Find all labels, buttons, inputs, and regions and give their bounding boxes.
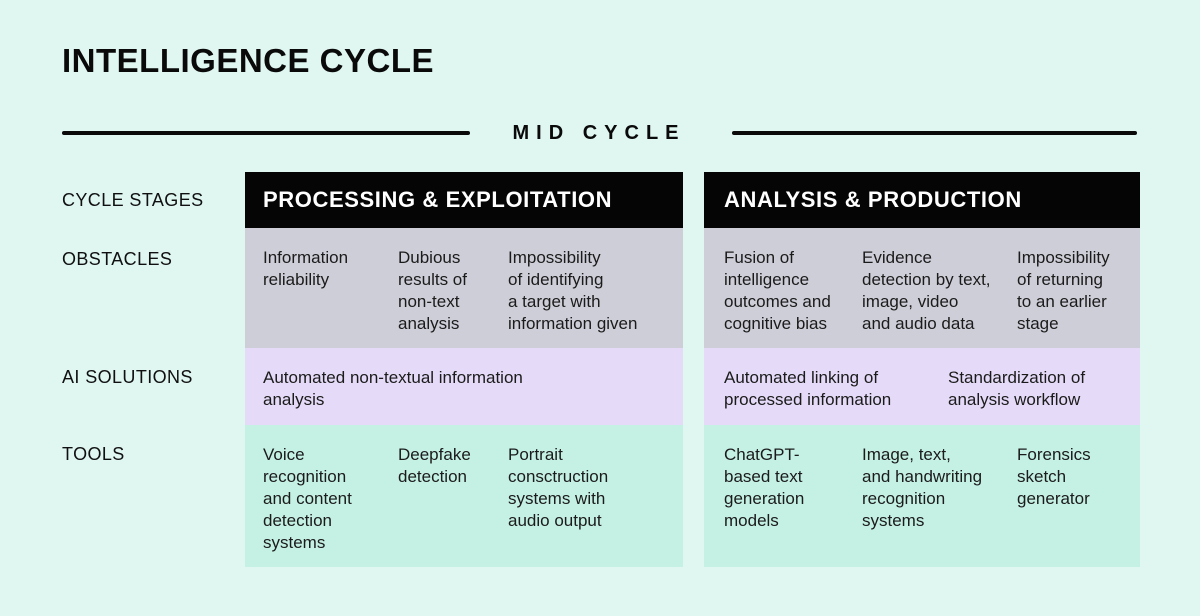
tool-cell: Voice recognition and content detection …	[263, 445, 352, 552]
row-label-obstacles: OBSTACLES	[62, 249, 173, 269]
stage-header-label: PROCESSING & EXPLOITATION	[263, 187, 613, 212]
tool-cell: Deepfake detection	[398, 445, 471, 486]
ai-solutions-row-left: Automated non-textual information analys…	[245, 348, 683, 425]
obstacle-cell: Impossibility of identifying a target wi…	[508, 248, 638, 333]
table-processing-exploitation: PROCESSING & EXPLOITATION Information re…	[245, 172, 683, 567]
page-title: INTELLIGENCE CYCLE	[62, 42, 435, 79]
tool-cell: Portrait consctruction systems with audi…	[508, 445, 609, 530]
tool-cell: Image, text, and handwriting recognition…	[862, 445, 983, 530]
ai-solution-cell: Automated non-textual information analys…	[263, 368, 523, 409]
tool-cell: ChatGPT- based text generation models	[724, 445, 805, 530]
ai-solutions-row-right: Automated linking of processed informati…	[704, 348, 1140, 425]
obstacle-cell: Evidence detection by text, image, video…	[862, 248, 991, 333]
tools-row-right: ChatGPT- based text generation models Im…	[704, 425, 1140, 567]
ai-solution-cell: Standardization of analysis workflow	[948, 368, 1086, 409]
stage-header-processing-exploitation: PROCESSING & EXPLOITATION	[245, 172, 683, 228]
mid-cycle-divider-line-left	[62, 131, 470, 135]
row-label-cycle-stages: CYCLE STAGES	[62, 190, 204, 210]
row-label-ai-solutions: AI SOLUTIONS	[62, 367, 193, 387]
obstacles-row-left: Information reliability Dubious results …	[245, 228, 683, 348]
obstacle-cell: Impossibility of returning to an earlier…	[1017, 248, 1110, 333]
mid-cycle-label: MID CYCLE	[512, 122, 686, 144]
row-label-tools: TOOLS	[62, 444, 125, 464]
mid-cycle-divider-line-right	[732, 131, 1137, 135]
obstacle-cell: Information reliability	[263, 248, 349, 289]
tools-row-left: Voice recognition and content detection …	[245, 425, 683, 567]
stage-header-analysis-production: ANALYSIS & PRODUCTION	[704, 172, 1140, 228]
obstacle-cell: Dubious results of non-text analysis	[398, 248, 467, 333]
obstacle-cell: Fusion of intelligence outcomes and cogn…	[724, 248, 831, 333]
obstacles-row-right: Fusion of intelligence outcomes and cogn…	[704, 228, 1140, 348]
tool-cell: Forensics sketch generator	[1017, 445, 1091, 508]
stage-header-label: ANALYSIS & PRODUCTION	[724, 187, 1022, 212]
table-analysis-production: ANALYSIS & PRODUCTION Fusion of intellig…	[704, 172, 1140, 567]
ai-solution-cell: Automated linking of processed informati…	[724, 368, 892, 409]
